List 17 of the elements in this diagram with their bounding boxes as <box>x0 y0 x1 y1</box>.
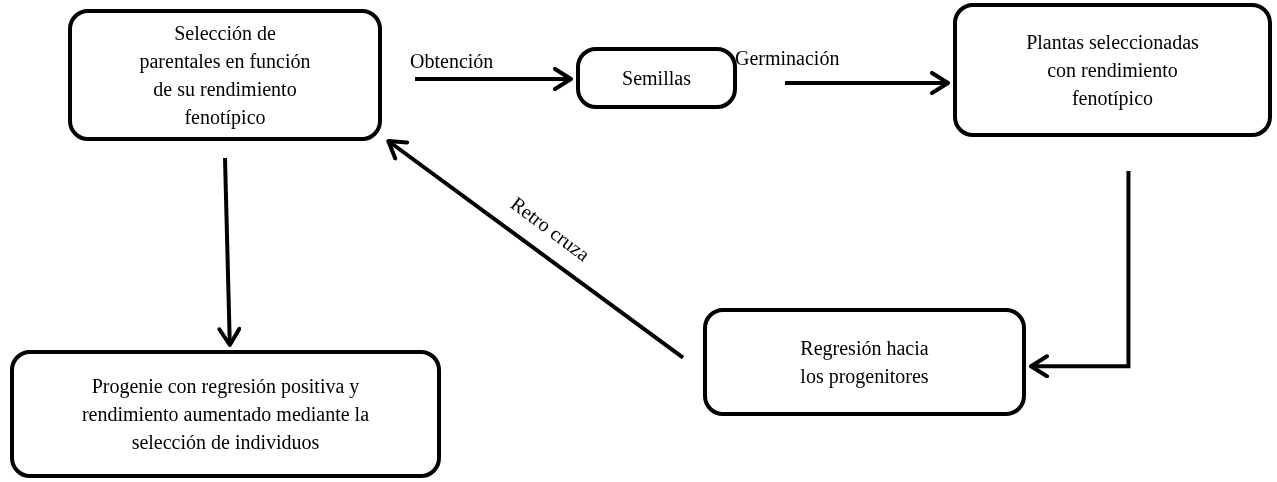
arrow <box>1029 171 1131 379</box>
arrow <box>415 66 573 91</box>
arrow <box>785 70 950 95</box>
box-text: Semillas <box>622 66 691 91</box>
box-text: Plantas seleccionadas con rendimiento fenotípico <box>1025 30 1200 112</box>
arrow <box>217 157 242 347</box>
box-text: Selección de parentales en función de su rendimiento fenotípico <box>138 21 312 131</box>
edge-label: Obtención <box>410 50 494 73</box>
edge-label: Germinación <box>735 47 840 70</box>
process-box <box>10 350 441 478</box>
process-box <box>576 47 737 109</box>
process-box <box>703 308 1026 416</box>
process-box <box>68 9 382 141</box>
box-text: Progenie con regresión positiva y rendimiento aumentado mediante la selección de individuos <box>80 374 371 455</box>
process-box <box>953 3 1272 137</box>
box-text: Regresión hacia los progenitores <box>799 336 930 390</box>
arrow <box>386 139 685 360</box>
